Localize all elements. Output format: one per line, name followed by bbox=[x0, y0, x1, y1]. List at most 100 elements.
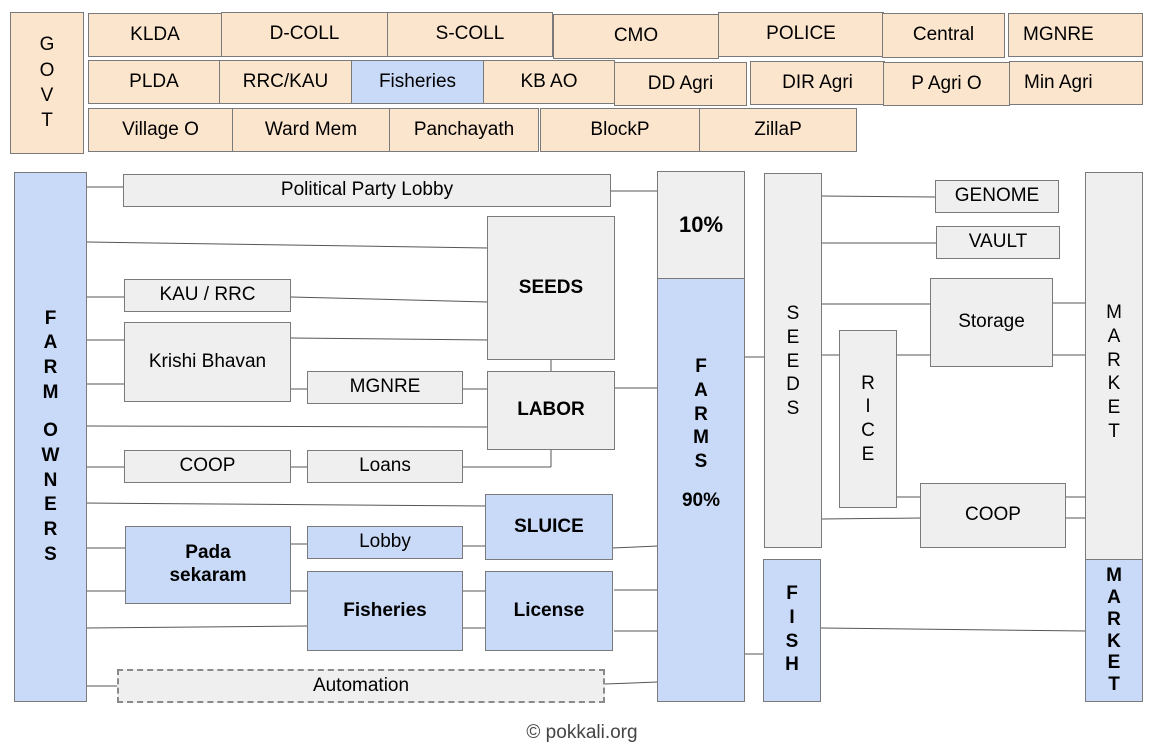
owners-letter: M bbox=[42, 381, 59, 403]
owners-letter: R bbox=[43, 356, 58, 378]
seeds-col-letter: S bbox=[786, 303, 800, 324]
govt-p-agri-o: P Agri O bbox=[883, 62, 1010, 106]
market-bottom-letter: K bbox=[1107, 630, 1121, 652]
rice-letters: R I C E bbox=[861, 372, 875, 467]
govt-dd-agri: DD Agri bbox=[614, 62, 747, 106]
govt-letter: V bbox=[40, 85, 54, 106]
owners-letter: S bbox=[44, 543, 57, 565]
rice-column: R I C E bbox=[839, 330, 897, 508]
farms-bottom-percent: 90% bbox=[681, 489, 721, 511]
license-box: License bbox=[485, 571, 613, 651]
market-top-letter: M bbox=[1106, 302, 1122, 323]
mgnre-box: MGNRE bbox=[307, 371, 463, 404]
vault-box: VAULT bbox=[936, 226, 1060, 259]
owners-letter: O bbox=[43, 420, 58, 442]
seeds-col-letters: S E E D S bbox=[786, 302, 800, 421]
farm-owners-column: F A R M O W N E R S bbox=[14, 172, 87, 702]
govt-cmo: CMO bbox=[553, 14, 719, 59]
fisheries-box: Fisheries bbox=[307, 571, 463, 651]
govt-ward-mem: Ward Mem bbox=[232, 108, 390, 152]
seeds-col-letter: D bbox=[786, 374, 800, 396]
market-top-letters: M A R K E T bbox=[1106, 301, 1122, 444]
govt-klda: KLDA bbox=[88, 13, 222, 57]
market-top-letter: A bbox=[1107, 325, 1121, 347]
govt-min-agri: Min Agri bbox=[1009, 61, 1143, 105]
seeds-col-letter: S bbox=[786, 398, 800, 419]
political-party-lobby: Political Party Lobby bbox=[123, 174, 611, 207]
owners-letter: W bbox=[41, 445, 60, 466]
farms-inner: F A R M S 90% bbox=[682, 355, 720, 513]
owners-letter: E bbox=[44, 494, 57, 516]
kau-rrc-box: KAU / RRC bbox=[124, 279, 291, 312]
govt-rrc-kau: RRC/KAU bbox=[219, 60, 352, 104]
market-top-column: M A R K E T bbox=[1085, 172, 1143, 560]
govt-letter: O bbox=[39, 59, 55, 81]
govt-letter: T bbox=[41, 110, 53, 132]
market-top-letter: T bbox=[1108, 420, 1120, 442]
market-bottom-letter: T bbox=[1108, 674, 1120, 696]
owners-letter: N bbox=[43, 469, 58, 491]
govt-panchayath: Panchayath bbox=[389, 108, 539, 152]
fish-col-letter: S bbox=[785, 630, 799, 652]
govt-s-coll: S-COLL bbox=[387, 12, 553, 57]
govt-dir-agri: DIR Agri bbox=[750, 61, 885, 105]
farms-letter: A bbox=[694, 379, 708, 401]
govt-central: Central bbox=[882, 13, 1005, 58]
seeds-box: SEEDS bbox=[487, 216, 615, 360]
labor-box: LABOR bbox=[487, 371, 615, 450]
owners-letter: A bbox=[43, 332, 58, 354]
owners-letter: R bbox=[43, 519, 58, 541]
krishi-bhavan-box: Krishi Bhavan bbox=[124, 322, 291, 402]
rice-letter: I bbox=[865, 396, 871, 418]
fish-col-letter: H bbox=[785, 654, 799, 676]
market-top-letter: K bbox=[1107, 373, 1121, 395]
rice-letter: C bbox=[861, 420, 875, 441]
market-bottom-letter: M bbox=[1106, 564, 1122, 586]
farm-owners-letters: F A R M O W N E R S bbox=[42, 307, 60, 568]
market-bottom-letter: E bbox=[1107, 652, 1121, 674]
storage-box: Storage bbox=[930, 278, 1053, 367]
lobby-box: Lobby bbox=[307, 526, 463, 559]
pada-sekaram-box: Pada sekaram bbox=[125, 526, 291, 604]
farms-letter: R bbox=[694, 403, 708, 425]
genome-box: GENOME bbox=[935, 180, 1059, 213]
govt-plda: PLDA bbox=[88, 60, 220, 104]
loans-box: Loans bbox=[307, 450, 463, 483]
rice-letter: E bbox=[861, 443, 875, 465]
fish-column: F I S H bbox=[763, 559, 821, 702]
fish-col-letters: F I S H bbox=[785, 582, 799, 677]
rice-letter: R bbox=[861, 372, 875, 394]
farms-letter: S bbox=[694, 451, 708, 472]
farms-label: F A R M S bbox=[693, 355, 709, 474]
farms-letter: M bbox=[693, 427, 709, 449]
coop-left-box: COOP bbox=[124, 450, 291, 483]
market-top-letter: E bbox=[1107, 397, 1121, 418]
govt-police: POLICE bbox=[718, 12, 884, 57]
market-bottom-letters: M A R K E T bbox=[1106, 565, 1122, 696]
owners-letter: F bbox=[44, 307, 57, 329]
farms-top-percent: 10% bbox=[657, 171, 745, 279]
seeds-column: S E E D S bbox=[764, 173, 822, 548]
govt-village-o: Village O bbox=[88, 108, 233, 152]
govt-kb-ao: KB AO bbox=[483, 60, 615, 104]
seeds-col-letter: E bbox=[786, 326, 800, 348]
farms-column: F A R M S 90% bbox=[657, 278, 745, 702]
govt-blockp: BlockP bbox=[540, 108, 700, 152]
govt-letter: G bbox=[39, 34, 55, 56]
market-bottom-letter: R bbox=[1107, 608, 1121, 630]
govt-fisheries: Fisheries bbox=[351, 60, 484, 104]
fish-col-letter: I bbox=[789, 606, 795, 628]
seeds-col-letter: E bbox=[786, 350, 800, 372]
coop-right-box: COOP bbox=[920, 483, 1066, 548]
farms-letter: F bbox=[695, 356, 707, 377]
sluice-box: SLUICE bbox=[485, 494, 613, 560]
market-top-letter: R bbox=[1107, 349, 1121, 371]
govt-mgnre: MGNRE bbox=[1008, 13, 1143, 57]
footer-copyright: © pokkali.org bbox=[526, 722, 638, 743]
govt-d-coll: D-COLL bbox=[221, 12, 388, 57]
market-bottom-letter: A bbox=[1107, 586, 1121, 608]
fish-col-letter: F bbox=[786, 583, 798, 604]
govt-zillap: ZillaP bbox=[699, 108, 857, 152]
